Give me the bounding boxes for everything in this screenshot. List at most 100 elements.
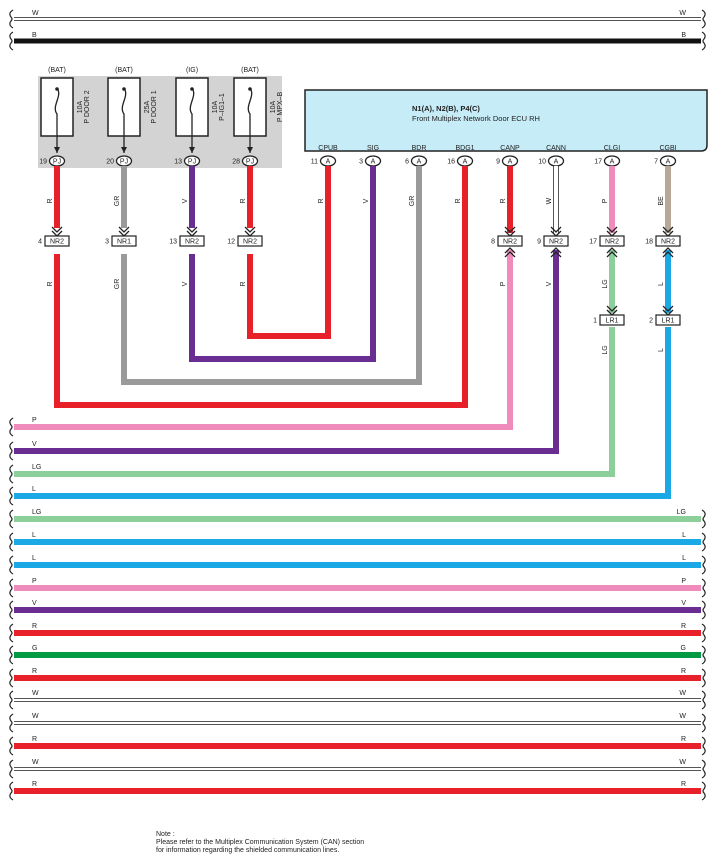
pin-number: 16 <box>447 159 455 166</box>
pin-number: 9 <box>496 159 500 166</box>
wire-break-right-icon <box>701 532 706 552</box>
bus-right-label: W <box>679 10 686 17</box>
arrow-down-icon <box>54 147 60 153</box>
fuse-rating-label: 10A <box>270 100 277 113</box>
wire-break-right-icon <box>701 578 706 598</box>
bus-left-label: R <box>32 736 37 743</box>
wire-color-label: R <box>240 198 247 203</box>
fuse-source-label: (IG) <box>186 67 198 74</box>
bus-left-label: B <box>32 32 37 39</box>
bdr-loop-wire <box>121 166 422 385</box>
junction-connector-code: NR2 <box>605 239 619 246</box>
bdg1-loop-wire <box>54 166 468 408</box>
chevron-up-icon <box>662 247 674 258</box>
wire-break-left-icon <box>9 578 14 598</box>
ecu-wire-color-label: W <box>546 197 553 204</box>
junction-connector-code: LR1 <box>606 318 619 325</box>
junction-box <box>44 235 70 247</box>
sig-loop-wire <box>189 166 376 362</box>
wire-break-left-icon <box>9 532 14 552</box>
pin-number: 20 <box>106 159 114 166</box>
wire-break-right-icon <box>701 690 706 710</box>
exit-wire-label: LG <box>32 464 41 471</box>
pin-connector-code: PJ <box>53 159 61 166</box>
arrow-down-icon <box>189 147 195 153</box>
wire-break-right-icon <box>701 713 706 733</box>
junction-connector-code: NR2 <box>549 239 563 246</box>
wire-break-left-icon <box>9 509 14 529</box>
bdg1-loop-wire-core <box>54 166 468 408</box>
ecu-terminal-pin: A17 <box>594 155 621 167</box>
bus-left-label: R <box>32 623 37 630</box>
bus-left-label: P <box>32 578 37 585</box>
pin-number: 6 <box>405 159 409 166</box>
junction-pin-number: 3 <box>105 239 109 246</box>
ecu-terminal-pin: A10 <box>538 155 565 167</box>
clgi-exit-wire-core <box>14 327 615 477</box>
ecu-wire-color-label: R <box>318 198 325 203</box>
ecu-terminal-name: CPUB <box>318 145 338 152</box>
junction-box <box>655 235 681 247</box>
cgbi-exit-wire <box>14 327 671 499</box>
bus-right-label: B <box>681 32 686 39</box>
wire-break-right-icon <box>701 668 706 688</box>
ecu-subtitle: Front Multiplex Network Door ECU RH <box>412 114 540 123</box>
bus-right-label: W <box>679 713 686 720</box>
junction-box <box>599 314 625 326</box>
ecu-terminal-pin: A3 <box>359 155 382 167</box>
wire-break-right-icon <box>701 555 706 575</box>
fuse-name-label: P DOOR 2 <box>84 90 91 123</box>
junction-connector-code: NR2 <box>503 239 517 246</box>
pin-number: 19 <box>39 159 47 166</box>
ecu-terminal-name: BDG1 <box>455 145 474 152</box>
ecu-wire-color-label: R <box>500 198 507 203</box>
pin-connector-code: A <box>610 159 615 166</box>
bdr-loop-wire-core <box>121 166 422 385</box>
ecu-terminal-name: CANN <box>546 145 566 152</box>
bus-right-label: W <box>679 690 686 697</box>
cpub-loop-wire-core <box>247 166 331 339</box>
pin-connector-code: PJ <box>246 159 254 166</box>
wire-break-left-icon <box>9 623 14 643</box>
wire-break-left-icon <box>9 441 14 461</box>
fuse-icon <box>247 87 253 126</box>
fuse-rating-label: 25A <box>144 100 151 113</box>
wire-break-left-icon <box>9 9 14 29</box>
arrow-down-icon <box>121 147 127 153</box>
bus-right-label: R <box>681 736 686 743</box>
canp-exit-wire <box>14 250 513 430</box>
wire-color-label: R <box>240 281 247 286</box>
fuse-terminal-dot <box>122 87 126 91</box>
bus-right-label: G <box>681 645 686 652</box>
sig-loop-wire-core <box>189 166 376 362</box>
bus-left-label: V <box>32 600 37 607</box>
fuse-icon <box>121 87 127 126</box>
wire-break-right-icon <box>701 781 706 801</box>
fuse-source-label: (BAT) <box>48 67 66 74</box>
wire-break-left-icon <box>9 645 14 665</box>
junction-pin-number: 13 <box>169 239 177 246</box>
bus-right-label: V <box>681 600 686 607</box>
wire-color-label: LG <box>602 345 609 354</box>
pin-number: 28 <box>232 159 240 166</box>
wire-break-left-icon <box>9 736 14 756</box>
bus-right-label: R <box>681 781 686 788</box>
junction-box <box>237 235 263 247</box>
note-heading: Note : <box>156 831 175 838</box>
pin-number: 7 <box>654 159 658 166</box>
bus-right-label: R <box>681 623 686 630</box>
junction-connector-code: NR2 <box>661 239 675 246</box>
bus-right-label: L <box>682 532 686 539</box>
ecu-terminal-name: SIG <box>367 145 379 152</box>
ecu-terminal-pin: A9 <box>496 155 519 167</box>
wire-break-right-icon <box>701 31 706 51</box>
wire-break-right-icon <box>701 759 706 779</box>
wire-break-right-icon <box>701 645 706 665</box>
wire-color-label: R <box>47 281 54 286</box>
bus-right-label: L <box>682 555 686 562</box>
chevron-down-icon <box>186 226 198 237</box>
